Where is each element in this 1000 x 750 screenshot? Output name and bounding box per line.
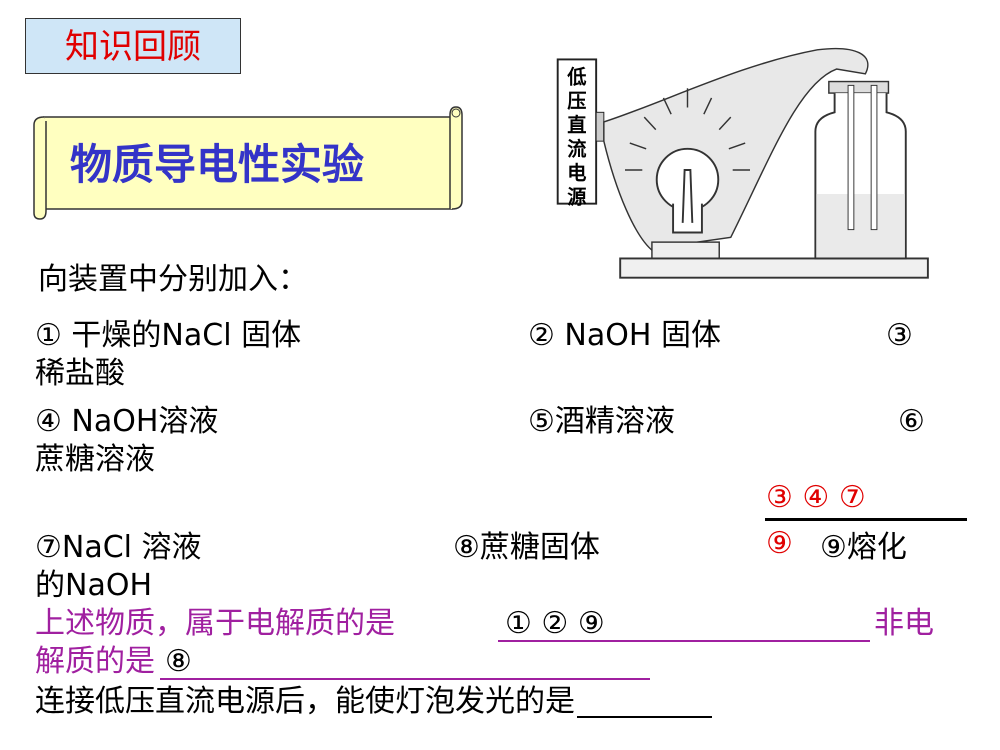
item-4: ④ NaOH溶液	[35, 404, 219, 439]
scroll-banner	[33, 106, 463, 220]
question-conductive: 连接低压直流电源后，能使灯泡发光的是	[35, 684, 575, 719]
answer-conductive-bottom: ⑨	[766, 526, 793, 561]
answer-electrolyte: ① ② ⑨	[505, 606, 605, 641]
item-1: ① 干燥的NaCl 固体	[35, 318, 302, 353]
intro-text: 向装置中分别加入：	[38, 262, 308, 297]
power-source-label: 低 压 直 流 电 源	[566, 65, 587, 208]
item-5: ⑤酒精溶液	[528, 404, 675, 439]
svg-text:源: 源	[567, 186, 587, 209]
item-9-number: ⑨熔化	[820, 530, 907, 565]
svg-text:直: 直	[567, 114, 586, 137]
answer-conductive-top: ③ ④ ⑦	[766, 480, 866, 515]
item-7: ⑦NaCl 溶液	[35, 530, 202, 565]
answer-divider-line	[765, 518, 967, 521]
question-electrolyte: 上述物质，属于电解质的是	[35, 606, 395, 641]
review-label: 知识回顾	[65, 27, 201, 67]
page-title: 物质导电性实验	[70, 140, 365, 189]
question-non-electrolyte-start: 非电	[874, 606, 934, 641]
answer-blank-conductive	[577, 716, 712, 718]
svg-text:电: 电	[567, 162, 586, 185]
answer-blank-electrolyte	[498, 640, 870, 642]
item-8: ⑧蔗糖固体	[453, 530, 600, 565]
item-3-text: 稀盐酸	[35, 356, 125, 391]
svg-text:低: 低	[566, 65, 586, 88]
item-6-text: 蔗糖溶液	[35, 442, 155, 477]
item-6-number: ⑥	[898, 404, 925, 439]
svg-text:流: 流	[567, 138, 586, 161]
conductivity-apparatus-illustration: 低 压 直 流 电 源	[556, 47, 929, 279]
review-label-box: 知识回顾	[25, 18, 241, 74]
answer-non-electrolyte: ⑧	[165, 644, 192, 679]
answer-blank-non-electrolyte	[160, 678, 650, 680]
question-non-electrolyte-end: 解质的是	[35, 644, 155, 679]
item-2: ② NaOH 固体	[528, 318, 721, 353]
item-3-number: ③	[886, 318, 913, 353]
item-9-text: 的NaOH	[35, 568, 152, 603]
svg-text:压: 压	[567, 90, 586, 113]
